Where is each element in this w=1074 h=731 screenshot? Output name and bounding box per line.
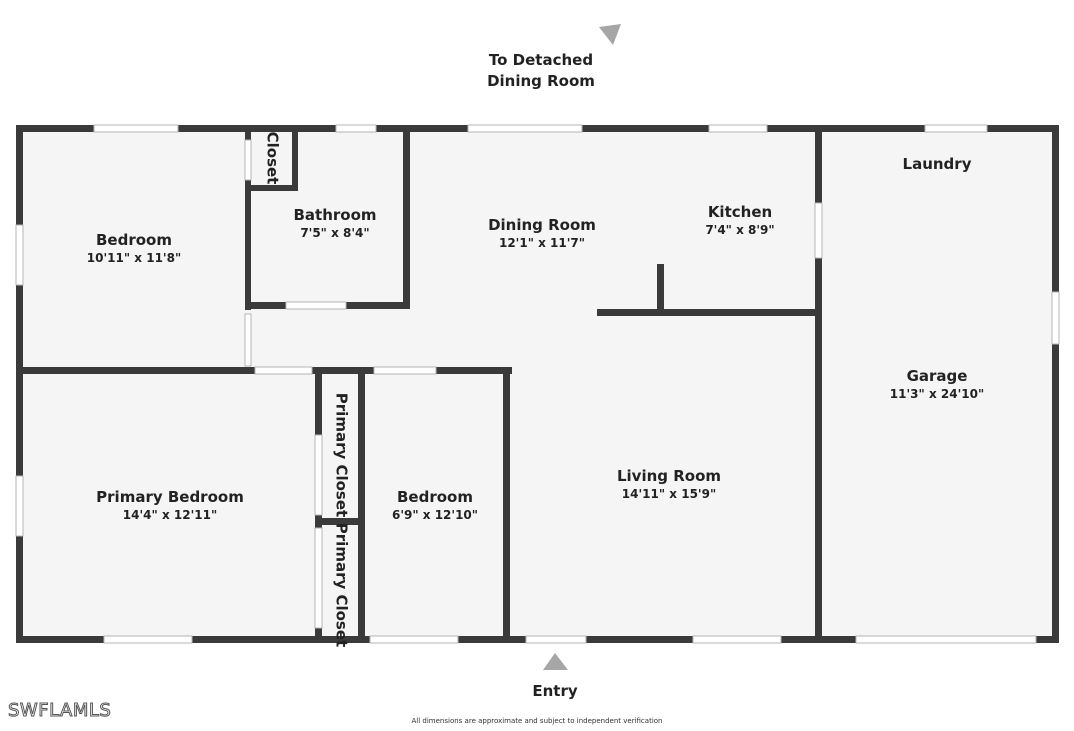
entry-arrow-icon (543, 653, 568, 670)
room-dims-kitchen: 7'4" x 8'9" (705, 223, 774, 237)
room-dims-living-room: 14'11" x 15'9" (622, 487, 716, 501)
floor-area (20, 130, 1056, 641)
disclaimer-text: All dimensions are approximate and subje… (411, 717, 663, 725)
room-name-bedroom-nw: Bedroom (96, 231, 172, 249)
room-dims-primary-bedroom: 14'4" x 12'11" (123, 508, 217, 522)
room-name-garage: Garage (907, 367, 968, 385)
room-name-bedroom-s: Bedroom (397, 488, 473, 506)
room-dims-bedroom-nw: 10'11" x 11'8" (87, 251, 181, 265)
detached-dining-label-line2: Dining Room (487, 72, 595, 90)
entry-label: Entry (532, 682, 577, 700)
room-name-closet: Closet (264, 132, 282, 185)
room-name-living-room: Living Room (617, 467, 721, 485)
room-dims-bedroom-s: 6'9" x 12'10" (392, 508, 478, 522)
room-name-primary-closet-1: Primary Closet (333, 393, 351, 517)
windows (15, 124, 1060, 644)
detached-dining-label-line1: To Detached (489, 51, 593, 69)
room-name-primary-bedroom: Primary Bedroom (96, 488, 244, 506)
watermark-logo: SWFLAMLS (7, 700, 112, 722)
detached-dining-arrow-icon (599, 24, 621, 45)
room-name-kitchen: Kitchen (708, 203, 772, 221)
room-name-dining-room: Dining Room (488, 216, 596, 234)
room-dims-dining-room: 12'1" x 11'7" (499, 236, 585, 250)
room-name-primary-closet-2: Primary Closet (333, 523, 351, 647)
room-name-laundry: Laundry (903, 155, 972, 173)
room-dims-bathroom: 7'5" x 8'4" (300, 226, 369, 240)
room-name-bathroom: Bathroom (293, 206, 376, 224)
room-dims-garage: 11'3" x 24'10" (890, 387, 984, 401)
